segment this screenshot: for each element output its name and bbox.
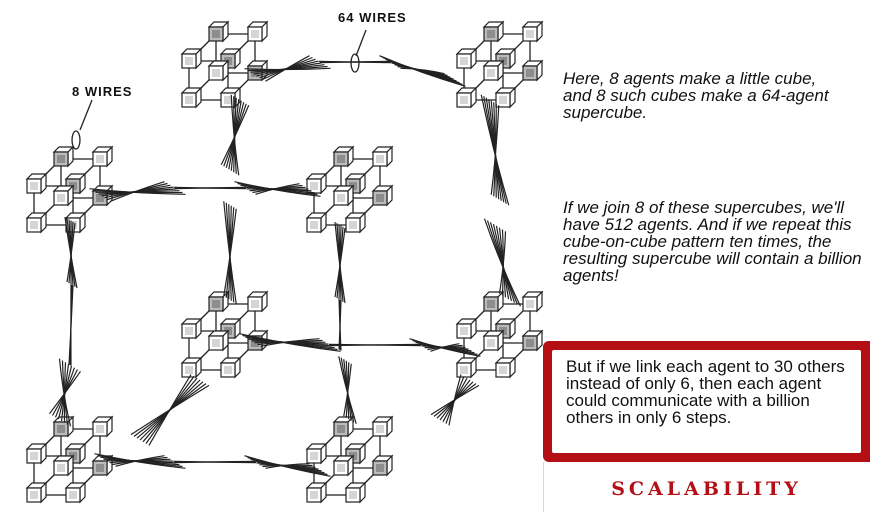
wire-bundle: [409, 338, 481, 357]
wire-bundle: [89, 181, 186, 202]
wire-bundle: [223, 201, 237, 304]
wire-bundle: [334, 221, 346, 304]
cube-cluster: [25, 145, 114, 234]
wire-bundle: [130, 374, 210, 446]
wire-bundle: [328, 343, 422, 347]
wire-bundle: [173, 186, 247, 190]
cube-cluster: [455, 20, 544, 109]
page-title: SCALABILITY: [611, 478, 802, 500]
divider: [543, 462, 544, 512]
wire-bundle: [430, 374, 480, 426]
cube-cluster: [305, 145, 394, 234]
paragraph-supercube: If we join 8 of these supercubes, we'll …: [563, 198, 862, 285]
wire-bundles: [49, 55, 522, 477]
callout-text: But if we link each agent to 30 others i…: [552, 350, 861, 453]
label-8-wires: 8 WIRES: [72, 84, 133, 99]
paragraph-little-cube: Here, 8 agents make a little cube, and 8…: [563, 69, 829, 122]
cube-cluster: [305, 415, 394, 504]
cube-clusters: [25, 20, 544, 504]
wire-bundle: [318, 60, 392, 64]
wire-bundle: [244, 55, 331, 82]
callout-box: But if we link each agent to 30 others i…: [543, 341, 870, 462]
wire-bundle: [68, 284, 74, 366]
supercube-diagram: [25, 20, 544, 504]
wire-bundle: [379, 55, 466, 87]
wire-indicator-64: [350, 29, 367, 73]
wire-bundle: [49, 358, 81, 427]
wire-bundle: [173, 460, 257, 464]
wire-indicator-8: [71, 99, 93, 150]
wire-bundle: [239, 333, 341, 352]
wire-bundle: [483, 218, 522, 307]
wire-bundle: [480, 94, 510, 206]
cube-cluster: [455, 290, 544, 379]
label-64-wires: 64 WIRES: [338, 10, 407, 25]
wire-bundle: [338, 299, 342, 351]
wire-bundle: [234, 181, 321, 197]
wire-bundle: [220, 94, 250, 176]
wire-bundle: [94, 453, 186, 469]
cube-cluster: [25, 415, 114, 504]
wire-bundle: [338, 356, 357, 424]
wire-bundle: [64, 216, 78, 289]
cube-cluster: [180, 20, 269, 109]
cube-cluster: [180, 290, 269, 379]
wire-bundle: [244, 455, 331, 477]
